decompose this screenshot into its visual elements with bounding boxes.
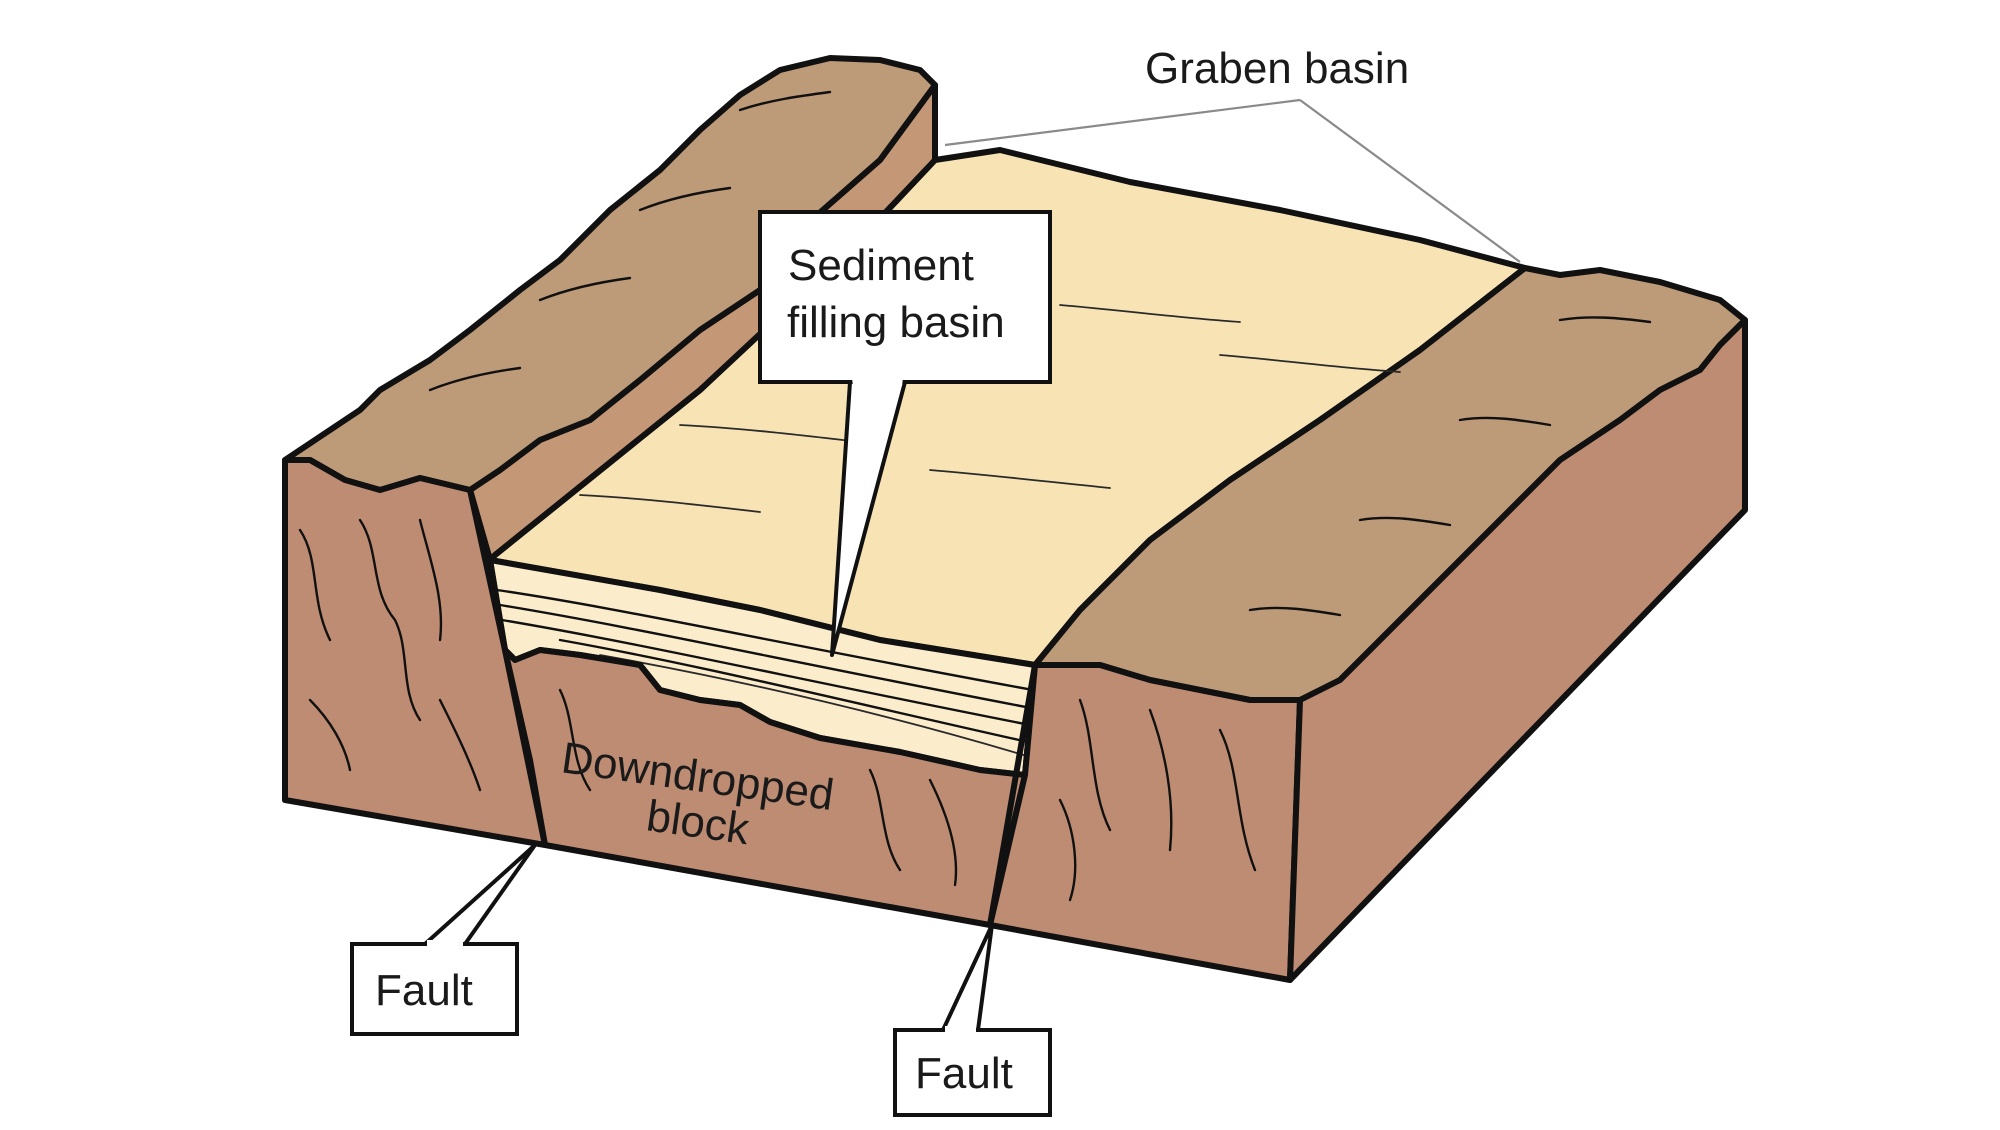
rock-crack xyxy=(418,518,443,642)
rock-crack xyxy=(438,698,482,792)
rock-streak xyxy=(428,366,522,392)
fault-left-pointer xyxy=(423,843,537,946)
fault-right-box xyxy=(893,1028,1052,1117)
fault-line-left xyxy=(467,489,548,846)
sediment-label-line2: filling basin xyxy=(787,298,1005,347)
rock-crack xyxy=(1058,798,1077,902)
fault-right-label: Fault xyxy=(915,1049,1013,1098)
graben-basin-label: Graben basin xyxy=(1145,44,1409,93)
downdropped-block-front xyxy=(502,647,1028,928)
sediment-callout-joint xyxy=(852,378,903,386)
sediment-layer-line xyxy=(558,638,1030,744)
fault-left-joint xyxy=(427,940,463,948)
sediment-label-line1: Sediment xyxy=(788,241,974,290)
rock-crack xyxy=(1148,708,1173,852)
rock-streak xyxy=(1558,316,1652,324)
rock-crack xyxy=(1218,728,1257,872)
rock-streak xyxy=(1458,416,1552,427)
rock-crack xyxy=(298,528,332,642)
fault-left-label: Fault xyxy=(375,966,473,1015)
fault-line-right xyxy=(987,664,1038,926)
sediment-ripple xyxy=(679,424,861,443)
sediment-ripple xyxy=(579,494,761,513)
fault-right-pointer xyxy=(941,923,994,1032)
rock-crack xyxy=(558,688,592,792)
sediment-layer-line xyxy=(599,654,1028,757)
rock-crack xyxy=(868,768,902,872)
graben-leader-line xyxy=(944,98,1301,147)
sediment-ripple xyxy=(929,469,1111,489)
sediment-ripple xyxy=(1219,354,1401,373)
fault-left-box xyxy=(350,942,519,1036)
rock-crack xyxy=(358,518,422,722)
right-block-front xyxy=(987,662,1303,983)
left-block-top xyxy=(282,55,938,493)
fault-right-joint xyxy=(945,1026,976,1034)
right-block-side xyxy=(1287,317,1748,983)
sediment-callout-box xyxy=(758,210,1052,384)
rock-crack xyxy=(928,778,958,887)
rock-crack xyxy=(1078,698,1112,832)
rock-streak xyxy=(538,276,632,302)
graben-leader-line xyxy=(1299,99,1521,263)
rock-streak xyxy=(1358,516,1452,527)
rock-streak xyxy=(638,186,732,212)
sediment-layer-line xyxy=(498,603,1033,710)
sediment-ripple xyxy=(1059,304,1241,323)
sediment-layer-line xyxy=(500,618,1032,727)
rock-streak xyxy=(738,90,832,112)
sediment-layer-line xyxy=(495,588,1035,692)
rock-crack xyxy=(308,698,352,772)
rock-streak xyxy=(1248,606,1342,617)
